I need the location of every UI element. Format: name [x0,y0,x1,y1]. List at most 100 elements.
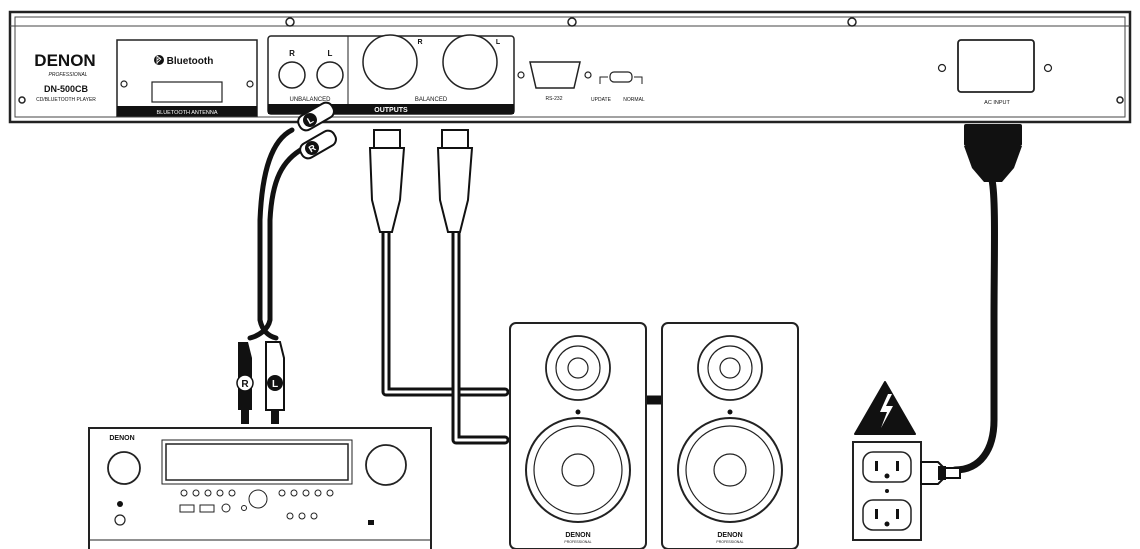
speaker-brand: DENON [565,532,590,539]
xlr-r-label: R [417,39,422,46]
woofer-dustcap [561,453,595,487]
xlr-l-label: L [496,39,501,46]
rca-plug-bottom-l-tip [271,410,279,424]
iec-plug-head [964,124,1022,146]
rca-jack-r [278,61,306,89]
power-icon [117,501,123,507]
screw-icon [567,17,577,27]
receiver-volume-knob [365,444,407,486]
usb-port-icon [199,504,215,513]
rs232-label: RS-232 [546,96,563,102]
rca-plug-bottom-r-badge [236,374,254,392]
iec-plug [964,124,1022,182]
outlet-ground-icon [884,473,890,479]
xlr-jack-r [362,34,418,90]
outputs-bar [268,104,514,114]
rca-cable-l [257,127,295,341]
outlet-screw-icon [885,489,889,493]
update-label: UPDATE [591,97,612,103]
woofer-dustcap [713,453,747,487]
outlet-slot-icon [875,509,878,519]
ac-input-label: AC INPUT [984,100,1010,106]
receiver-brand: DENON [109,435,134,442]
bluetooth-label: Bluetooth [167,56,214,67]
ac-input-socket [957,39,1035,93]
screw-icon [517,71,525,79]
wall-outlet [852,381,961,541]
rca-plug-r [299,129,337,160]
receiver-button [314,489,322,497]
rca-plugs-top: L R [297,101,337,160]
receiver-button [192,489,200,497]
outlet-socket-top [862,451,912,483]
speaker-brand-sub: PROFESSIONAL [564,540,591,544]
rs232-port: RS-232 [517,61,592,102]
receiver-display [165,443,349,481]
panel-screws [18,17,1124,104]
speaker-led-icon [727,409,733,415]
outputs-label: OUTPUTS [374,107,408,114]
panel-brand: DENON [34,51,95,70]
rca-plugs-bottom: R L [236,341,285,424]
speaker-brand: DENON [717,532,742,539]
xlr-plug-2 [436,147,474,233]
receiver-button [326,489,334,497]
panel-model-sub: CD/BLUETOOTH PLAYER [36,97,96,103]
rca-plug-l-badge [303,113,317,127]
speaker-right: DENON PROFESSIONAL [661,322,799,549]
receiver-button [298,512,306,520]
bluetooth-antenna-slot [151,81,223,103]
receiver-button [228,489,236,497]
outlet-slot-icon [896,461,899,471]
screw-icon [1043,63,1053,73]
receiver-button [278,489,286,497]
outlet-slot-icon [875,461,878,471]
receiver-button [310,512,318,520]
panel-model: DN-500CB [44,84,89,94]
tweeter-dome [719,357,741,379]
usb-port-icon [179,504,195,513]
rs232-connector [529,61,581,89]
balanced-label: BALANCED [415,97,448,103]
bluetooth-antenna-bar [117,106,257,116]
outlet-slot-icon [896,509,899,519]
rca-bottom-r-label: R [241,379,249,390]
receiver-controls [179,489,334,520]
screw-icon [285,17,295,27]
xlr-plug-2-head [441,129,469,149]
panel-brand-sub: PROFESSIONAL [49,72,88,78]
rca-cable-r [247,145,307,341]
outlet-ground-icon [884,521,890,527]
rear-panel-inner [14,16,1126,118]
xlr-cable-1 [381,227,510,397]
xlr-cable-1-core [384,230,507,394]
xlr-cable-2-core [454,230,507,442]
rear-panel: DENON PROFESSIONAL DN-500CB CD/BLUETOOTH… [8,10,1132,124]
screw-icon [847,17,857,27]
headphone-jack-icon [221,503,231,513]
screw-icon [937,63,947,73]
receiver-button [204,489,212,497]
xlr-jack-l [442,34,498,90]
receiver-button [241,505,247,511]
rca-plug-bottom-r-tip [241,410,249,424]
screw-icon [18,96,26,104]
ac-input: AC INPUT [937,39,1053,106]
receiver-button [302,489,310,497]
iec-plug-body [964,146,1022,182]
receiver-left-knob [107,451,141,485]
rca-r-label: R [289,49,295,58]
receiver-badge-icon [368,520,374,525]
power-plug-grip [938,466,946,480]
receiver-button [180,489,188,497]
rca-jack-l [316,61,344,89]
receiver-display-bezel [161,439,353,485]
bluetooth-icon [154,55,164,65]
screw-icon [584,71,592,79]
screw-icon [246,80,254,88]
speaker-led-icon [575,409,581,415]
xlr-cable-2 [451,227,510,445]
xlr-plug-1-head [373,129,401,149]
update-switch-bracket [599,76,643,84]
